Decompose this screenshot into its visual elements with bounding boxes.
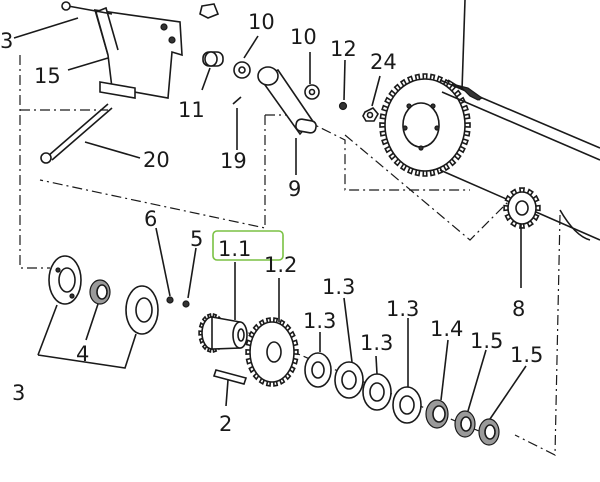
nut-part-24 [362,107,379,122]
callout-2: 2 [219,412,232,436]
hub-part-1-1 [198,313,248,353]
washer-part-1-3-d [392,386,422,424]
callout-12: 12 [330,37,357,61]
callout-1-2: 1.2 [264,253,297,277]
callout-24: 24 [370,50,397,74]
assembly-line-sprocket [344,134,511,241]
assembly-line-arm [265,114,470,191]
washer-part-1-3-c [362,373,392,411]
nut-top [199,3,220,19]
callout-1-3-d: 1.3 [386,297,419,321]
seal-part-1-5-a [454,410,476,438]
seal-part-1-5-b [478,418,500,446]
callout-8: 8 [512,297,525,321]
bracket-plate-part-15 [93,6,183,99]
leader-lines [13,17,527,420]
callout-5: 5 [190,227,203,251]
callout-10-b: 10 [290,25,317,49]
callout-3-bottom: 3 [12,381,25,405]
callout-1-3-c: 1.3 [360,331,393,355]
callout-1-5-a: 1.5 [470,329,503,353]
sprocket-part-1-2 [245,317,299,387]
small-sprocket-part-8 [503,187,591,241]
assembly-line-right [514,214,561,456]
nut-part-12 [338,101,348,111]
callout-4: 4 [76,342,89,366]
callout-9: 9 [288,177,301,201]
callout-19: 19 [220,149,247,173]
lever-arm-part-9 [257,66,317,136]
large-sprocket-with-chain [379,0,600,241]
washer-part-1-3-b [334,361,364,399]
callout-1-3-b: 1.3 [322,275,355,299]
callout-1-1: 1.1 [218,237,251,261]
nut-part-5 [182,300,190,308]
bearing-part-1-4 [425,399,449,429]
assembly-line-center [39,115,266,229]
washer-part-10-a [233,61,251,79]
bearing-part-4 [89,279,111,305]
callout-1-5-b: 1.5 [510,343,543,367]
washer-part-1-3-a [304,352,332,388]
callout-10-a: 10 [248,10,275,34]
pin-part-19 [232,96,242,105]
callout-20: 20 [143,148,170,172]
flange-part-3 [48,255,82,305]
callout-3-top: 3 [0,29,13,53]
flange-part-3-second [125,285,159,335]
callout-1-4: 1.4 [430,317,463,341]
callout-6: 6 [144,207,157,231]
callout-1-3-a: 1.3 [303,309,336,333]
highlight-box-1-1 [212,230,284,261]
callout-15: 15 [34,64,61,88]
key-part-2 [212,369,248,385]
bolt-top [61,1,113,15]
washer-part-10-b [304,84,320,100]
nut-part-6 [166,296,174,304]
bushing-part-11 [202,51,224,67]
callout-11: 11 [178,98,205,122]
rod-part-20 [40,103,113,164]
